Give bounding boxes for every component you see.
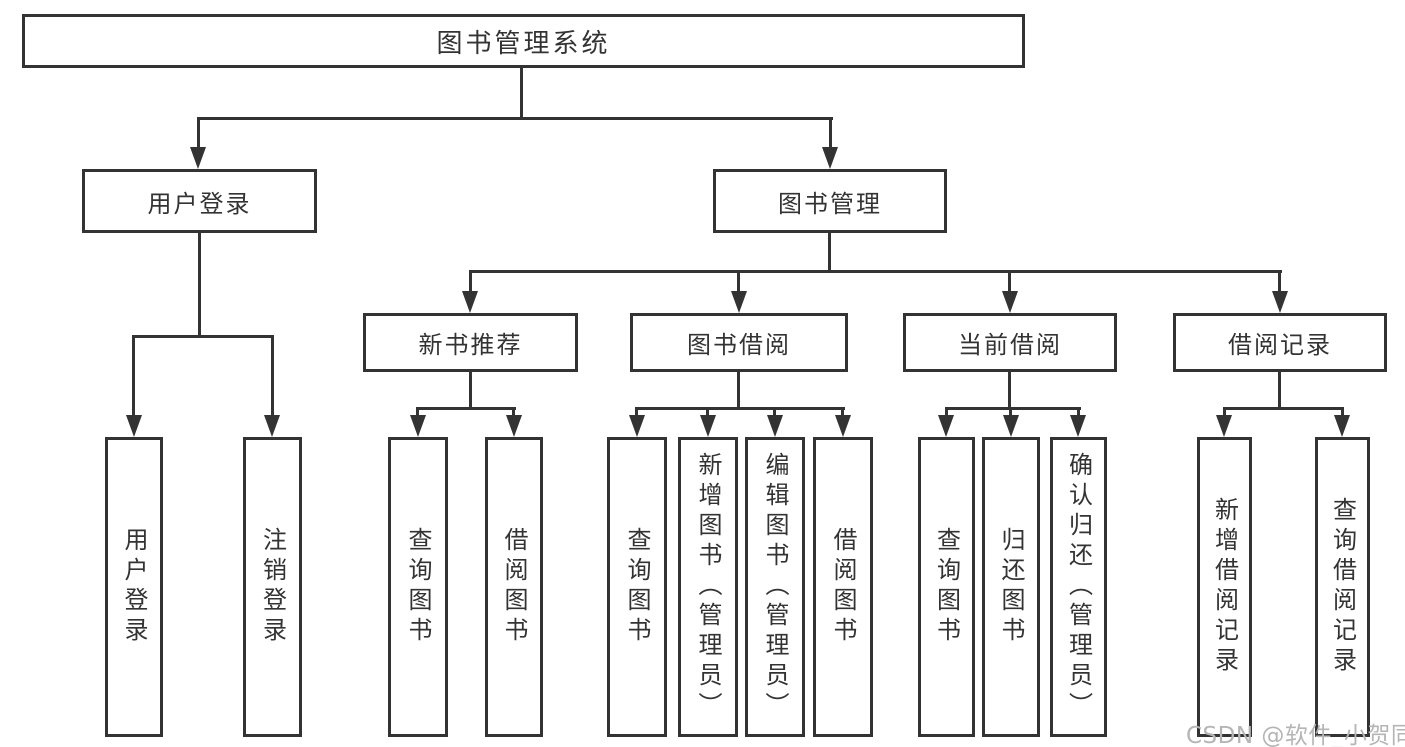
connector-line xyxy=(841,407,844,417)
arrow-down-icon xyxy=(190,147,206,169)
leaf-add-borrow-record: 新增借阅记录 xyxy=(1197,437,1252,737)
arrow-down-icon xyxy=(629,415,645,437)
arrow-down-icon xyxy=(767,415,783,437)
connector-line xyxy=(1009,407,1012,417)
connector-line xyxy=(1341,407,1344,417)
node-borrow-records: 借阅记录 xyxy=(1173,313,1387,372)
connector-line xyxy=(635,407,638,417)
leaf-label: 归还图书 xyxy=(997,527,1025,647)
leaf-label: 借阅图书 xyxy=(829,527,857,647)
connector-line xyxy=(737,372,740,410)
connector-line xyxy=(828,233,831,270)
connector-line xyxy=(197,117,200,149)
connector-line xyxy=(945,407,1081,410)
leaf-label: 查询图书 xyxy=(623,527,651,647)
node-library-system: 图书管理系统 xyxy=(22,14,1025,68)
arrow-down-icon xyxy=(1070,415,1086,437)
arrow-down-icon xyxy=(835,415,851,437)
leaf-edit-book-admin: 编辑图书（管理员） xyxy=(745,437,805,737)
arrow-down-icon xyxy=(1003,415,1019,437)
leaf-logout: 注销登录 xyxy=(243,437,302,737)
leaf-label: 借阅图书 xyxy=(500,527,528,647)
leaf-query-books-current: 查询图书 xyxy=(918,437,975,737)
leaf-label: 查询借阅记录 xyxy=(1328,497,1357,677)
node-new-book-recommend: 新书推荐 xyxy=(363,313,578,372)
connector-line xyxy=(1223,407,1226,417)
leaf-label: 注销登录 xyxy=(258,527,287,647)
arrow-down-icon xyxy=(126,415,142,437)
leaf-add-book-admin: 新增图书（管理员） xyxy=(678,437,738,737)
leaf-user-login: 用户登录 xyxy=(105,437,163,737)
connector-line xyxy=(512,407,515,417)
leaf-label: 编辑图书（管理员） xyxy=(761,452,789,722)
node-book-borrow: 图书借阅 xyxy=(630,313,848,372)
connector-line xyxy=(520,68,523,117)
arrow-down-icon xyxy=(822,147,838,169)
connector-line xyxy=(198,233,201,335)
node-book-management: 图书管理 xyxy=(713,169,947,233)
arrow-down-icon xyxy=(1272,291,1288,313)
arrow-down-icon xyxy=(1334,415,1350,437)
leaf-label: 新增借阅记录 xyxy=(1210,497,1239,677)
connector-line xyxy=(1077,407,1080,417)
leaf-query-books-recommend: 查询图书 xyxy=(388,437,448,737)
arrow-down-icon xyxy=(1002,291,1018,313)
leaf-confirm-return-admin: 确认归还（管理员） xyxy=(1050,437,1107,737)
leaf-label: 确认归还（管理员） xyxy=(1064,452,1093,722)
arrow-down-icon xyxy=(938,415,954,437)
connector-line xyxy=(1008,372,1011,410)
connector-line xyxy=(132,335,274,338)
connector-line xyxy=(271,335,274,416)
watermark: CSDN @软件_小贺同学 xyxy=(1186,723,1405,747)
arrow-down-icon xyxy=(462,291,478,313)
leaf-query-books-borrow: 查询图书 xyxy=(607,437,667,737)
connector-line xyxy=(197,117,833,120)
node-user-login: 用户登录 xyxy=(82,169,317,233)
connector-line xyxy=(829,117,832,149)
leaf-borrow-books-recommend: 借阅图书 xyxy=(485,437,543,737)
arrow-down-icon xyxy=(731,291,747,313)
leaf-return-book: 归还图书 xyxy=(982,437,1040,737)
connector-line xyxy=(469,270,472,293)
connector-line xyxy=(635,407,845,410)
arrow-down-icon xyxy=(264,415,280,437)
connector-line xyxy=(416,407,516,410)
connector-line xyxy=(773,407,776,417)
leaf-query-borrow-record: 查询借阅记录 xyxy=(1315,437,1370,737)
arrow-down-icon xyxy=(1216,415,1232,437)
arrow-down-icon xyxy=(700,415,716,437)
connector-line xyxy=(1278,372,1281,410)
connector-line xyxy=(1008,270,1011,293)
connector-line xyxy=(469,270,1282,273)
leaf-label: 查询图书 xyxy=(932,527,961,647)
leaf-borrow-books: 借阅图书 xyxy=(813,437,873,737)
connector-line xyxy=(416,407,419,417)
connector-line xyxy=(706,407,709,417)
connector-line xyxy=(1223,407,1344,410)
connector-line xyxy=(1278,270,1281,293)
node-current-borrow: 当前借阅 xyxy=(903,313,1117,372)
arrow-down-icon xyxy=(506,415,522,437)
connector-line xyxy=(737,270,740,293)
connector-line xyxy=(469,372,472,410)
arrow-down-icon xyxy=(410,415,426,437)
connector-line xyxy=(945,407,948,417)
leaf-label: 新增图书（管理员） xyxy=(694,452,722,722)
leaf-label: 查询图书 xyxy=(404,527,432,647)
connector-line xyxy=(132,335,135,416)
leaf-label: 用户登录 xyxy=(120,527,148,647)
